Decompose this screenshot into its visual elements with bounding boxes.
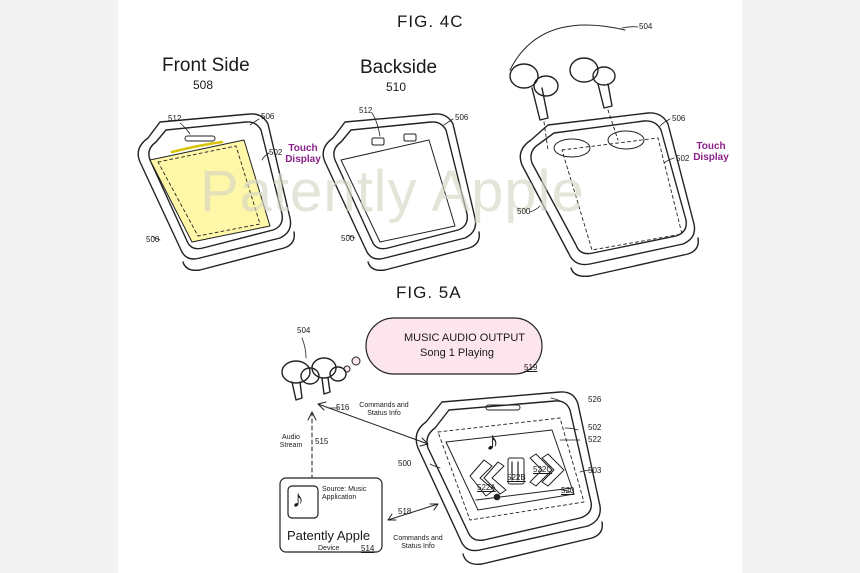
front-side-number: 508	[193, 78, 214, 92]
ref-522b: 522B	[507, 473, 526, 482]
commands-top-label: Commands and Status Info	[359, 402, 409, 417]
ref-500-front: 500	[146, 235, 160, 244]
ref-522: 522	[588, 435, 602, 444]
fig4c-title: FIG. 4C	[397, 12, 464, 31]
fig5a-title: FIG. 5A	[396, 283, 462, 302]
front-side-case	[137, 113, 295, 272]
backside-number: 510	[386, 80, 407, 94]
back-side-case	[322, 113, 480, 272]
ref-506-front: 506	[261, 112, 275, 121]
backside-label: Backside	[360, 57, 438, 78]
ref-503: 503	[588, 466, 602, 475]
touch-display-label-open: Touch Display	[693, 141, 729, 163]
case-with-earbuds	[509, 24, 699, 278]
music-app-icon: ♪	[292, 486, 304, 513]
ref-500-5a: 500	[398, 459, 412, 468]
ref-504-5a: 504	[297, 326, 311, 335]
case-5a	[415, 391, 603, 565]
ref-520: 520	[561, 486, 575, 495]
ref-502-5a: 502	[588, 423, 602, 432]
ref-512-front: 512	[168, 114, 182, 123]
device-word: Device	[318, 545, 340, 552]
music-note-icon: ♪	[486, 426, 499, 456]
ref-502-front: 502	[269, 148, 283, 157]
bubble-title: MUSIC AUDIO OUTPUT	[404, 332, 526, 344]
fig5a-arrows	[307, 401, 439, 521]
ref-512-back: 512	[359, 106, 373, 115]
audio-output-bubble	[343, 317, 543, 375]
patent-page	[118, 0, 742, 573]
front-side-label: Front Side	[162, 55, 250, 76]
ref-518: 518	[398, 507, 412, 516]
commands-bottom-label: Commands and Status Info	[393, 535, 443, 550]
bubble-song: Song 1 Playing	[420, 347, 494, 359]
ref-519: 519	[524, 363, 538, 372]
ref-526: 526	[588, 395, 602, 404]
ref-504-earbuds: 504	[639, 22, 653, 31]
source-device	[279, 477, 383, 553]
ref-522c: 522C	[533, 465, 553, 474]
ref-500-back: 500	[341, 234, 355, 243]
source-label: Source: Music Application	[322, 486, 367, 501]
device-name: Patently Apple	[287, 528, 371, 543]
fig5a-leaders	[429, 397, 593, 493]
ref-502-open: 502	[676, 154, 690, 163]
ref-516: 516	[336, 403, 350, 412]
ref-522a: 522A	[477, 483, 496, 492]
watermark: Patently Apple	[200, 159, 585, 224]
earbuds-5a	[281, 337, 347, 401]
touch-display-label-front: Touch Display	[285, 143, 321, 165]
ref-500-open: 500	[517, 207, 531, 216]
ref-515: 515	[315, 437, 329, 446]
ref-506-back: 506	[455, 113, 469, 122]
fig4c-leaders	[151, 26, 675, 241]
audio-stream-label: Audio Stream	[279, 434, 303, 449]
ref-506-open: 506	[672, 114, 686, 123]
ref-514: 514	[361, 544, 375, 553]
